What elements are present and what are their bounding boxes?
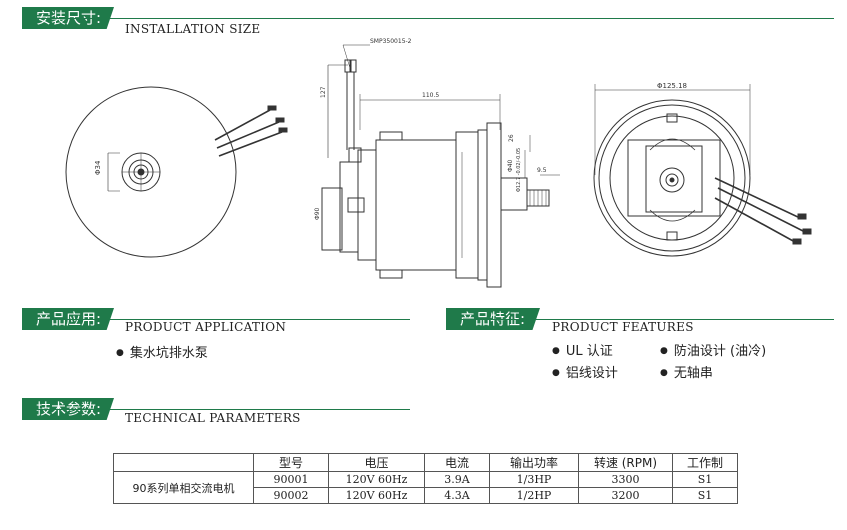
technical-parameters-table: 型号 电压 电流 输出功率 转速 (RPM) 工作制 90系列单相交流电机 90… bbox=[113, 453, 738, 504]
table-header-model: 型号 bbox=[253, 453, 329, 472]
tag-marker bbox=[22, 313, 23, 324]
bullet-icon: ● bbox=[660, 368, 668, 378]
dim-height: 127 bbox=[320, 86, 327, 98]
cell-model: 90001 bbox=[253, 471, 329, 488]
series-label: 90系列单相交流电机 bbox=[113, 471, 254, 504]
tag-marker bbox=[22, 403, 23, 414]
table-header-voltage: 电压 bbox=[328, 453, 425, 472]
feature-item-label: 铝线设计 bbox=[565, 366, 618, 381]
section-title-installation-en: INSTALLATION SIZE bbox=[125, 22, 261, 36]
cell-speed: 3300 bbox=[578, 471, 673, 488]
feature-item-label: 无轴串 bbox=[673, 366, 713, 381]
feature-item: ● 铝线设计 bbox=[552, 362, 618, 381]
tag-marker bbox=[446, 313, 447, 324]
table-header-current: 电流 bbox=[424, 453, 490, 472]
table-row: 90系列单相交流电机 90001 120V 60Hz 3.9A 1/3HP 33… bbox=[113, 471, 738, 504]
section-rule-application bbox=[22, 319, 410, 320]
side-part-number: SMP350015-2 bbox=[370, 38, 412, 45]
rear-view bbox=[593, 84, 812, 257]
cell-duty: S1 bbox=[672, 471, 738, 488]
cell-voltage: 120V 60Hz bbox=[328, 487, 425, 504]
bullet-icon: ● bbox=[116, 348, 124, 358]
section-title-technical-en: TECHNICAL PARAMETERS bbox=[125, 411, 301, 425]
dim-shaft: Φ12.7 -0.02/-0.05 bbox=[516, 148, 522, 192]
feature-item: ● 防油设计 (油冷) bbox=[660, 340, 766, 359]
dim-length: 110.5 bbox=[422, 92, 439, 99]
feature-item: ● 无轴串 bbox=[660, 362, 713, 381]
cell-speed: 3200 bbox=[578, 487, 673, 504]
table-header-row: 型号 电压 电流 输出功率 转速 (RPM) 工作制 bbox=[113, 453, 738, 472]
dim-front-diameter: Φ34 bbox=[94, 160, 102, 175]
dim-phi40: Φ40 bbox=[507, 159, 514, 172]
cell-current: 3.9A bbox=[424, 471, 490, 488]
bullet-icon: ● bbox=[552, 346, 560, 356]
section-rule-installation bbox=[22, 18, 834, 19]
section-title-application-en: PRODUCT APPLICATION bbox=[125, 320, 287, 334]
feature-item-label: UL 认证 bbox=[565, 344, 613, 359]
section-rule-technical bbox=[22, 409, 410, 410]
table-header-power: 输出功率 bbox=[489, 453, 579, 472]
bullet-icon: ● bbox=[660, 346, 668, 356]
dim-rear-diameter: Φ125.18 bbox=[657, 82, 687, 90]
bullet-icon: ● bbox=[552, 368, 560, 378]
cell-current: 4.3A bbox=[424, 487, 490, 504]
application-item: ● 集水坑排水泵 bbox=[116, 342, 208, 361]
section-title-features-en: PRODUCT FEATURES bbox=[552, 320, 694, 334]
table-row: 90002 120V 60Hz 4.3A 1/2HP 3200 S1 bbox=[114, 487, 738, 504]
cell-duty: S1 bbox=[672, 487, 738, 504]
dim-26: 26 bbox=[508, 134, 515, 142]
section-rule-features bbox=[446, 319, 834, 320]
side-view bbox=[321, 44, 560, 288]
cell-power: 1/3HP bbox=[489, 471, 579, 488]
application-item-label: 集水坑排水泵 bbox=[129, 346, 208, 361]
cell-voltage: 120V 60Hz bbox=[328, 471, 425, 488]
table-header-speed: 转速 (RPM) bbox=[578, 453, 673, 472]
table-header-blank bbox=[113, 453, 254, 472]
dim-9-5: 9.5 bbox=[537, 167, 547, 174]
table-header-duty: 工作制 bbox=[672, 453, 738, 472]
front-view bbox=[65, 86, 288, 258]
feature-item-label: 防油设计 (油冷) bbox=[673, 344, 767, 359]
feature-item: ● UL 认证 bbox=[552, 340, 613, 359]
dim-phi90: Φ90 bbox=[314, 207, 321, 220]
cell-model: 90002 bbox=[253, 487, 329, 504]
installation-drawing: Φ34 SMP350015-2 110.5 bbox=[65, 38, 812, 288]
cell-power: 1/2HP bbox=[489, 487, 579, 504]
